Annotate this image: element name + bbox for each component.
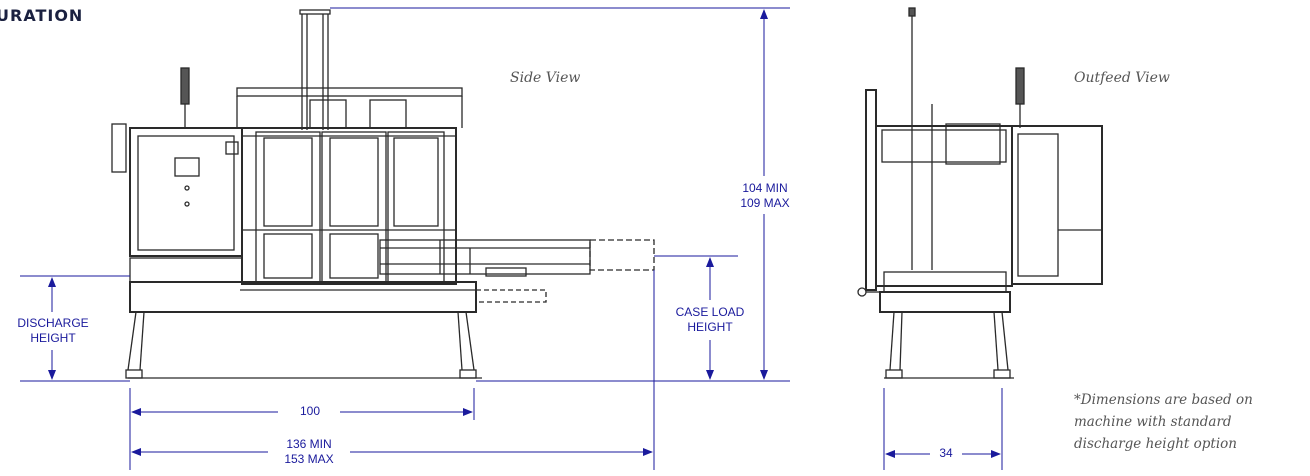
outfeed-dimension-lines [883,388,1003,470]
dimensions-footnote: *Dimensions are based on machine with st… [1074,389,1253,455]
footnote-line3: discharge height option [1074,436,1237,452]
overall-height-min: 104 MIN [742,181,788,195]
overall-height-max: 109 MAX [740,196,790,210]
case-load-height-line1: CASE LOAD [675,305,745,319]
outfeed-view-title: Outfeed View [1074,70,1170,86]
discharge-height-label: DISCHARGE HEIGHT [6,316,100,346]
overall-length-max: 153 MAX [284,452,334,466]
footnote-line2: machine with standard [1074,414,1232,430]
side-view-dimension-lines [20,7,790,470]
footnote-line1: *Dimensions are based on [1074,392,1253,408]
overall-length-label: 136 MIN 153 MAX [270,437,348,467]
width-100-label: 100 [282,404,338,419]
outfeed-view-machine [857,7,1103,379]
outfeed-width-label: 34 [932,446,960,461]
case-load-height-label: CASE LOAD HEIGHT [664,305,756,335]
side-view-machine [111,9,655,379]
discharge-height-line1: DISCHARGE [17,316,89,330]
side-view-title: Side View [510,70,581,86]
discharge-height-line2: HEIGHT [30,331,76,345]
overall-length-min: 136 MIN [286,437,332,451]
section-heading: URATION [0,6,84,25]
overall-height-label: 104 MIN 109 MAX [726,181,804,211]
case-load-height-line2: HEIGHT [687,320,733,334]
